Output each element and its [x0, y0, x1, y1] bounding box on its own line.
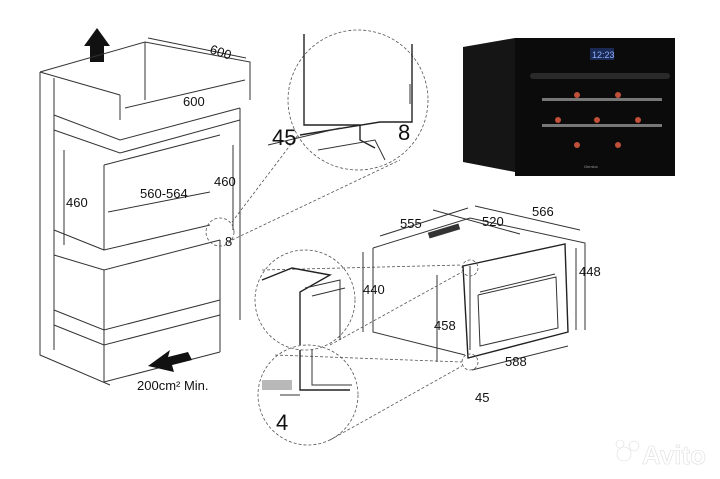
detail-marker-lower	[461, 353, 479, 371]
display-time: 12:23	[592, 50, 615, 60]
door-handle	[530, 73, 670, 79]
dim-566: 566	[532, 204, 554, 219]
dim-460-left: 460	[66, 195, 88, 210]
wine-cooler-photo: 12:23 Gemlux	[463, 38, 675, 176]
display-panel	[590, 48, 614, 60]
detail-circle-top	[287, 29, 429, 171]
cabinet-drawing	[39, 37, 251, 386]
detail-dim-45: 45	[272, 125, 296, 150]
dim-440: 440	[363, 282, 385, 297]
dim-600-top: 600	[208, 42, 233, 63]
dim-588: 588	[505, 354, 527, 369]
dim-600-depth: 600	[183, 94, 205, 109]
detail-circle-upper	[254, 249, 356, 351]
avito-watermark: Avito	[615, 439, 706, 470]
airflow-up-arrow	[84, 28, 110, 62]
airflow-in-arrow	[148, 350, 192, 372]
dim-520: 520	[482, 214, 504, 229]
dim-460-right: 460	[214, 174, 236, 189]
detail-marker-upper	[461, 259, 479, 277]
detail-marker-top	[205, 217, 235, 247]
watermark-text: Avito	[642, 440, 706, 470]
dim-gap-8: 8	[225, 234, 232, 249]
dim-555: 555	[400, 216, 422, 231]
dim-45-front: 45	[475, 390, 489, 405]
detail-dim-4: 4	[276, 410, 288, 435]
appliance-drawing	[362, 205, 586, 371]
ventilation-label: 200cm² Min.	[137, 378, 209, 393]
brand-logo: Gemlux	[584, 164, 598, 169]
detail-circle-lower	[257, 344, 359, 446]
dim-448: 448	[579, 264, 601, 279]
detail-dim-8: 8	[398, 120, 410, 145]
dim-niche-width: 560-564	[140, 186, 188, 201]
dim-458: 458	[434, 318, 456, 333]
